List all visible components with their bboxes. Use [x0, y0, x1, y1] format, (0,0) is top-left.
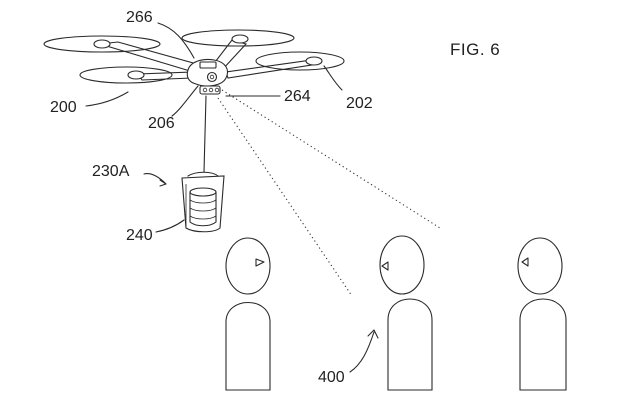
- leader-lines: [85, 22, 379, 373]
- eye-icon: [381, 261, 389, 271]
- person-silhouette-icon: [379, 235, 433, 391]
- label-rotor: 202: [346, 95, 373, 112]
- person-head: [379, 235, 425, 295]
- person-body: [387, 298, 433, 391]
- label-tether-unit: 230A: [92, 163, 130, 180]
- label-uav: 200: [50, 99, 77, 116]
- person-body: [519, 298, 567, 391]
- label-container: 240: [126, 227, 153, 244]
- label-sensor: 264: [284, 88, 311, 105]
- figure-title: FIG. 6: [450, 40, 500, 59]
- label-indicator: 266: [126, 9, 153, 26]
- label-audience: 400: [318, 369, 345, 386]
- drone-body: [186, 58, 229, 87]
- label-housing: 206: [148, 115, 175, 132]
- eye-icon: [521, 257, 529, 267]
- sensor-field-of-view: [217, 89, 441, 297]
- person-head: [517, 237, 563, 295]
- tether-line: [203, 95, 207, 173]
- rotor-blade-front-right: [181, 29, 295, 47]
- person-silhouette-icon: [225, 237, 271, 391]
- person-silhouette-icon: [517, 237, 567, 391]
- rotor-blade-rear-left: [79, 66, 173, 84]
- rotor-blade-front-left: [43, 35, 161, 53]
- indicator-light: [199, 61, 217, 69]
- person-head: [225, 237, 271, 295]
- beverage-container-icon: [181, 171, 225, 233]
- person-body: [225, 301, 271, 391]
- rotor-blade-rear-right: [255, 51, 345, 71]
- drone-icon: [43, 29, 345, 95]
- eye-icon: [255, 258, 265, 267]
